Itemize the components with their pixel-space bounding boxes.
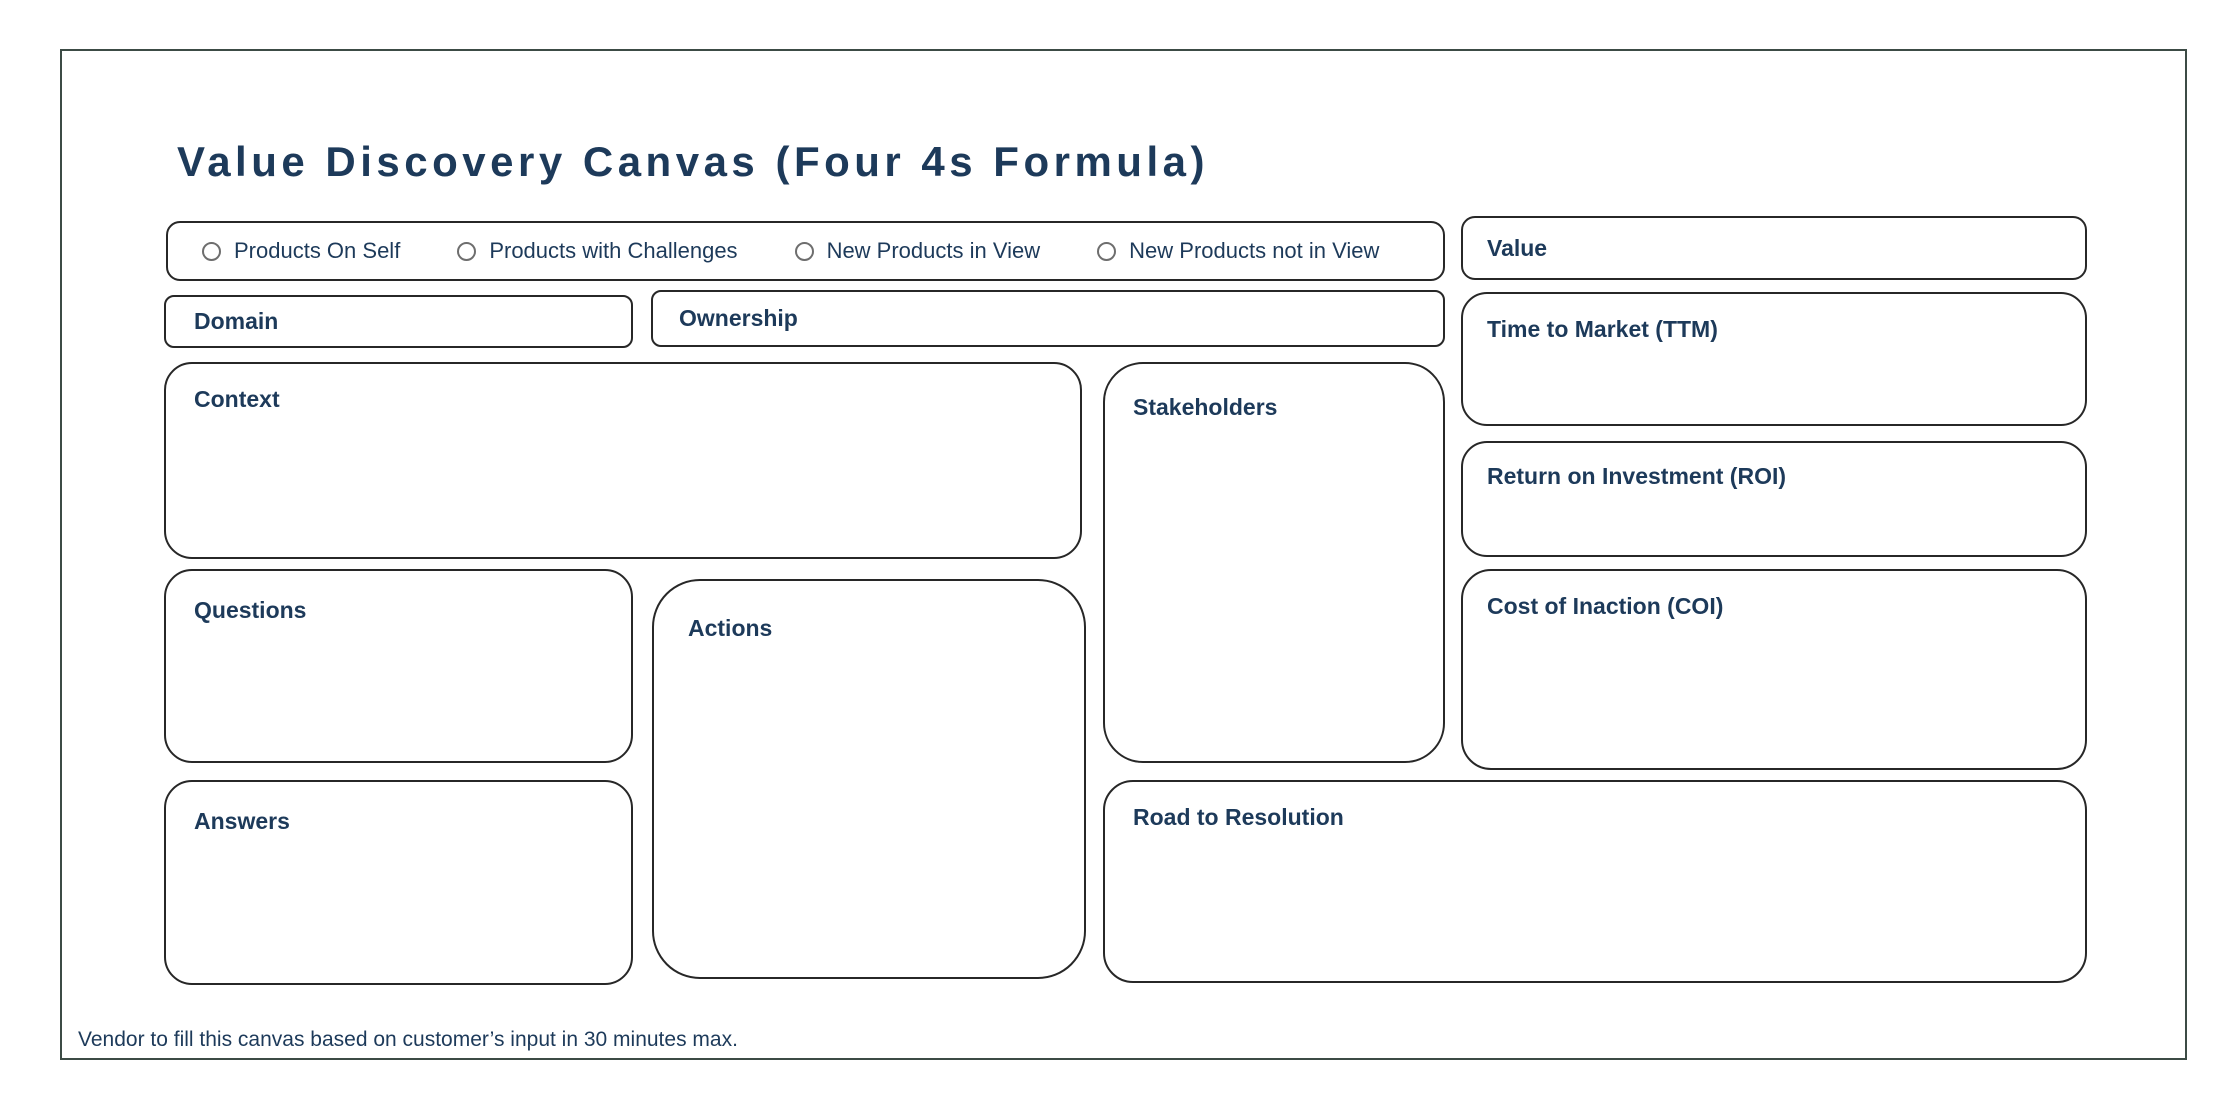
context-box[interactable]: Context	[164, 362, 1082, 559]
radio-new-products-in-view[interactable]: New Products in View	[794, 238, 1041, 264]
stakeholders-box-label: Stakeholders	[1133, 394, 1278, 420]
radio-products-with-challenges[interactable]: Products with Challenges	[457, 238, 738, 264]
return-on-investment-box-label: Return on Investment (ROI)	[1487, 463, 1787, 489]
questions-box-label: Questions	[194, 597, 307, 623]
cost-of-inaction-box-label: Cost of Inaction (COI)	[1487, 593, 1724, 619]
radio-label: New Products not in View	[1129, 238, 1380, 263]
radio-circle-icon[interactable]	[1097, 241, 1117, 261]
answers-box[interactable]: Answers	[164, 780, 633, 985]
time-to-market-box[interactable]: Time to Market (TTM)	[1461, 292, 2087, 426]
product-status-radio-group: Products On Self Products with Challenge…	[166, 221, 1445, 281]
ownership-box-label: Ownership	[679, 305, 798, 331]
time-to-market-box-label: Time to Market (TTM)	[1487, 316, 1718, 342]
value-box[interactable]: Value	[1461, 216, 2087, 280]
radio-circle-icon[interactable]	[794, 241, 814, 261]
domain-box[interactable]: Domain	[164, 295, 633, 348]
footer-note: Vendor to fill this canvas based on cust…	[78, 1028, 738, 1051]
questions-box[interactable]: Questions	[164, 569, 633, 763]
ownership-box[interactable]: Ownership	[651, 290, 1445, 347]
domain-box-label: Domain	[194, 308, 279, 334]
radio-label: Products with Challenges	[489, 238, 738, 263]
return-on-investment-box[interactable]: Return on Investment (ROI)	[1461, 441, 2087, 557]
cost-of-inaction-box[interactable]: Cost of Inaction (COI)	[1461, 569, 2087, 770]
road-to-resolution-box[interactable]: Road to Resolution	[1103, 780, 2087, 983]
actions-box-label: Actions	[688, 615, 773, 641]
radio-products-on-self[interactable]: Products On Self	[202, 238, 400, 264]
radio-circle-icon[interactable]	[202, 241, 221, 261]
radio-label: Products On Self	[234, 238, 401, 263]
road-to-resolution-box-label: Road to Resolution	[1133, 804, 1344, 830]
actions-box[interactable]: Actions	[652, 579, 1086, 979]
value-box-label: Value	[1487, 234, 1548, 261]
radio-label: New Products in View	[826, 238, 1041, 263]
radio-circle-icon[interactable]	[457, 241, 477, 261]
radio-new-products-not-in-view[interactable]: New Products not in View	[1097, 238, 1379, 264]
answers-box-label: Answers	[194, 808, 290, 834]
page-title: Value Discovery Canvas (Four 4s Formula)	[177, 138, 1209, 185]
stakeholders-box[interactable]: Stakeholders	[1103, 362, 1445, 763]
context-box-label: Context	[194, 386, 280, 412]
